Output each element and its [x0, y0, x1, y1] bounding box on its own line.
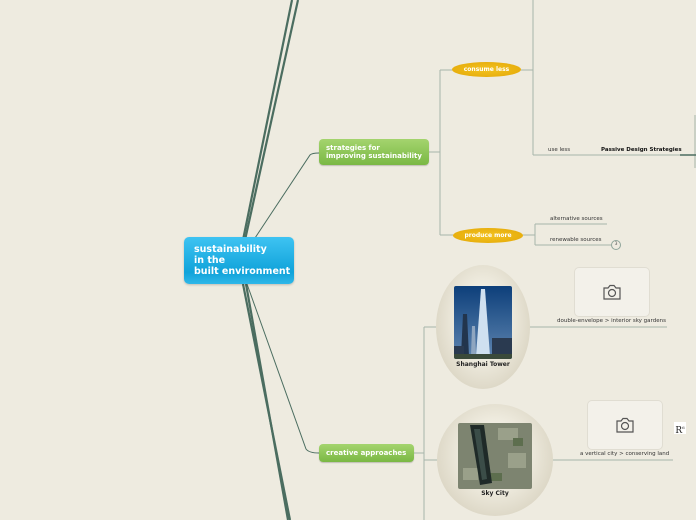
central-topic[interactable]: sustainability in the built environment	[184, 237, 294, 284]
sky-city-image	[458, 423, 532, 489]
image-placeholder[interactable]	[587, 400, 663, 450]
topic-passive-design[interactable]: Passive Design Strategies	[601, 147, 682, 153]
topic-creative-approaches[interactable]: creative approaches	[319, 444, 414, 462]
shanghai-tower-label: Shanghai Tower	[456, 361, 510, 368]
shanghai-tower-image	[454, 286, 512, 359]
sky-city-label: Sky City	[481, 490, 509, 497]
reference-icon[interactable]: R6	[674, 422, 686, 436]
expand-collapse-badge[interactable]: 3	[611, 240, 621, 250]
camera-icon	[616, 417, 634, 433]
sky-city-note[interactable]: a vertical city > conserving land	[580, 451, 670, 457]
topic-use-less[interactable]: use less	[548, 147, 571, 153]
topic-strategies[interactable]: strategies for improving sustainability	[319, 139, 429, 165]
topic-renewable-sources[interactable]: renewable sources	[550, 237, 602, 243]
image-placeholder[interactable]	[574, 267, 650, 317]
topic-alternative-sources[interactable]: alternative sources	[550, 216, 603, 222]
shanghai-tower-note[interactable]: double-envelope > interior sky gardens	[557, 318, 666, 324]
topic-consume-less[interactable]: consume less	[452, 62, 521, 77]
camera-icon	[603, 284, 621, 300]
topic-produce-more[interactable]: produce more	[453, 228, 523, 243]
